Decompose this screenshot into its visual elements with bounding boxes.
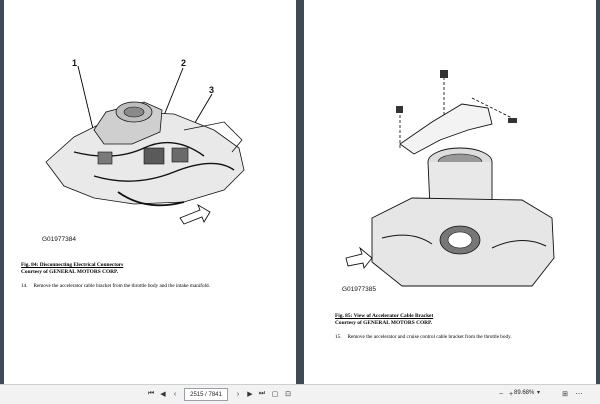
zoom-level[interactable]: 89.68% — [514, 390, 535, 396]
next-page-icon[interactable]: ▶ — [247, 391, 253, 398]
zoom-out-icon[interactable]: − — [498, 390, 504, 398]
step-14: 14. Remove the accelerator cable bracket … — [21, 283, 291, 289]
figure-85-throttle-body-diagram — [345, 70, 555, 287]
document-viewer: 1 2 3 G01977384 Fig. 84: Disconnecting E… — [4, 0, 596, 384]
step-text: Remove the accelerator and cruise contro… — [347, 334, 512, 340]
first-page-icon[interactable]: ⏮ — [147, 390, 155, 397]
step-text: Remove the accelerator cable bracket fro… — [33, 283, 210, 289]
next-step-icon[interactable]: › — [236, 390, 240, 398]
figure-caption: Fig. 84: Disconnecting Electrical Connec… — [21, 262, 281, 276]
callout-label-2: 2 — [181, 58, 187, 68]
figure-id: G01977385 — [342, 286, 376, 293]
prev-step-icon[interactable]: ‹ — [173, 390, 177, 398]
figure-84-engine-diagram — [45, 65, 245, 225]
step-number: 14. — [21, 283, 28, 289]
page-number-input[interactable]: 2515 / 7841 — [184, 388, 228, 401]
step-number: 15. — [335, 334, 342, 340]
caption-title: Fig. 85: View of Accelerator Cable Brack… — [335, 313, 434, 319]
figure-id: G01977384 — [42, 236, 76, 243]
figure-caption: Fig. 85: View of Accelerator Cable Brack… — [335, 313, 585, 327]
page-right: G01977385 Fig. 85: View of Accelerator C… — [304, 0, 596, 384]
zoom-dropdown-icon[interactable]: ▾ — [537, 390, 541, 396]
page-left: 1 2 3 G01977384 Fig. 84: Disconnecting E… — [4, 0, 296, 384]
viewer-toolbar: ⏮ ◀ ‹ 2515 / 7841 › ▶ ⏭ ▢ ⊡ − + 89.68% ▾… — [0, 384, 600, 404]
more-icon[interactable]: ⋯ — [575, 391, 583, 398]
step-15: 15. Remove the accelerator and cruise con… — [335, 334, 590, 340]
prev-page-icon[interactable]: ◀ — [160, 391, 166, 398]
callout-label-3: 3 — [209, 85, 215, 95]
callout-label-1: 1 — [72, 58, 78, 68]
caption-courtesy: Courtesy of GENERAL MOTORS CORP. — [21, 268, 119, 275]
caption-courtesy: Courtesy of GENERAL MOTORS CORP. — [335, 319, 433, 326]
caption-title: Fig. 84: Disconnecting Electrical Connec… — [21, 262, 124, 268]
zoom-in-icon[interactable]: + — [508, 390, 514, 398]
last-page-icon[interactable]: ⏭ — [258, 390, 266, 397]
fit-icon[interactable]: ⊞ — [562, 391, 568, 398]
fit-width-icon[interactable]: ⊡ — [285, 391, 291, 398]
fit-page-icon[interactable]: ▢ — [271, 391, 279, 398]
